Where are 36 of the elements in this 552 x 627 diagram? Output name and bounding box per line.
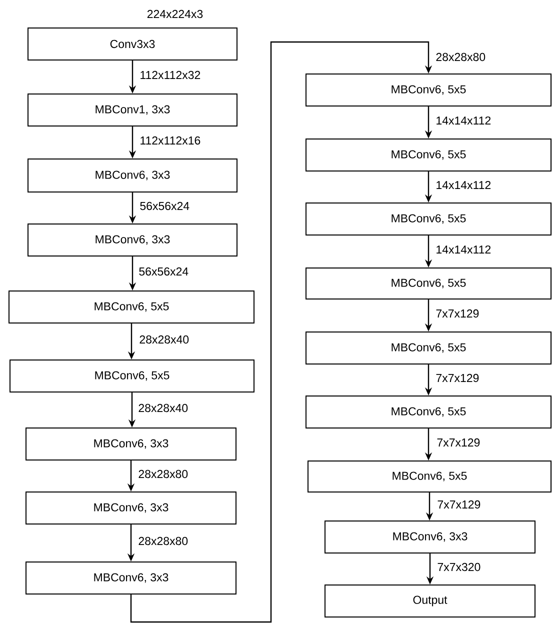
process-box: MBConv6, 5x5: [306, 268, 552, 300]
edge-label: 28x28x40: [137, 402, 190, 414]
process-box: MBConv6, 5x5: [306, 396, 552, 428]
process-box: MBConv6, 5x5: [308, 460, 552, 492]
process-box: MBConv1, 3x3: [28, 94, 238, 126]
edge-label: 56x56x24: [138, 266, 190, 277]
process-box: MBConv6, 3x3: [324, 520, 536, 554]
process-box: MBConv6, 5x5: [306, 202, 552, 236]
process-box: MBConv6, 5x5: [306, 138, 552, 172]
arrow: [130, 41, 432, 623]
edge-label: 7x7x320: [436, 562, 482, 572]
edge-label: 112x112x16: [138, 135, 202, 146]
edge-label: 28x28x80: [137, 536, 190, 546]
edge-label: 14x14x112: [434, 244, 492, 254]
process-box: MBConv6, 3x3: [26, 428, 236, 460]
edge-label: 56x56x24: [138, 200, 191, 212]
edge-label: 7x7x129: [436, 499, 482, 510]
edge-label: 7x7x129: [434, 372, 480, 384]
edge-label: 14x14x112: [434, 115, 492, 126]
process-box: MBConv6, 3x3: [28, 158, 238, 192]
process-box: MBConv6, 3x3: [28, 224, 238, 256]
edge-label: 7x7x129: [434, 308, 480, 319]
process-box: Conv3x3: [28, 28, 238, 60]
edge-label: 28x28x80: [434, 52, 487, 62]
process-box: Output: [324, 584, 536, 618]
edge-label: 28x28x40: [138, 334, 190, 345]
edge-label: 7x7x129: [436, 437, 482, 448]
process-box: MBConv6, 5x5: [306, 332, 552, 364]
process-box: MBConv6, 3x3: [26, 562, 236, 594]
process-box: MBConv6, 3x3: [26, 492, 236, 524]
edge-label: 112x112x32: [138, 70, 202, 80]
process-box: MBConv6, 5x5: [10, 360, 254, 392]
process-box: MBConv6, 5x5: [306, 74, 552, 106]
process-box: MBConv6, 5x5: [8, 290, 254, 324]
edge-label: 28x28x80: [137, 468, 190, 480]
edge-label: 14x14x112: [434, 180, 492, 190]
